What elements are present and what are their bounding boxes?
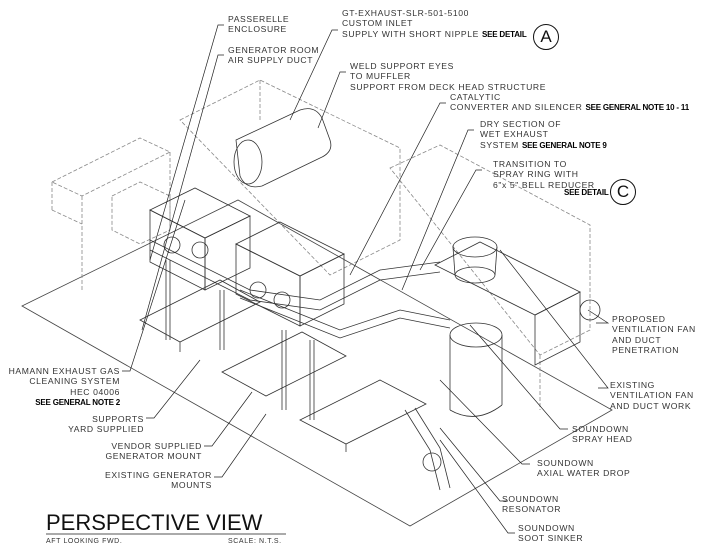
deck-plate bbox=[21, 199, 613, 527]
label-line: GENERATOR MOUNT bbox=[105, 451, 202, 462]
label-line: SOUNDOWN bbox=[537, 458, 594, 468]
see-detail-c-ref: SEE DETAIL bbox=[564, 188, 609, 197]
detail-a-callout[interactable]: A bbox=[533, 24, 559, 50]
label-proposed-ventilation-fan: PROPOSED VENTILATION FAN AND DUCT PENETR… bbox=[612, 314, 696, 356]
label-line: SUPPORT FROM DECK HEAD STRUCTURE bbox=[350, 81, 547, 92]
general-note-ref: SEE GENERAL NOTE 2 bbox=[35, 398, 120, 408]
label-line: PROPOSED bbox=[612, 314, 666, 324]
label-line: SOUNDOWN bbox=[518, 523, 575, 533]
label-passerelle-enclosure: PASSERELLE ENCLOSURE bbox=[228, 14, 289, 35]
label-line: SPRAY RING WITH bbox=[493, 169, 579, 180]
see-detail-ref: SEE DETAIL bbox=[481, 29, 527, 39]
label-catalytic-converter: CATALYTIC CONVERTER AND SILENCER SEE GEN… bbox=[450, 92, 689, 114]
label-line: SUPPLY WITH SHORT NIPPLE bbox=[342, 28, 479, 39]
label-line: WET EXHAUST bbox=[480, 129, 549, 140]
label-soundown-spray-head: SOUNDOWN SPRAY HEAD bbox=[572, 424, 633, 445]
label-line: SOUNDOWN bbox=[502, 494, 559, 504]
label-soundown-resonator: SOUNDOWN RESONATOR bbox=[502, 494, 561, 515]
label-soundown-soot-sinker: SOUNDOWN SOOT SINKER bbox=[518, 523, 583, 544]
label-line: SYSTEM bbox=[480, 139, 519, 150]
label-weld-support-eyes: WELD SUPPORT EYES TO MUFFLER SUPPORT FRO… bbox=[350, 61, 546, 92]
label-line: EXISTING GENERATOR bbox=[105, 470, 212, 480]
label-generator-room-air-duct: GENERATOR ROOM AIR SUPPLY DUCT bbox=[228, 45, 319, 66]
general-note-ref: SEE GENERAL NOTE 10 - 11 bbox=[585, 103, 689, 113]
label-line: MOUNTS bbox=[171, 480, 212, 491]
label-dry-section: DRY SECTION OF WET EXHAUST SYSTEM SEE GE… bbox=[480, 119, 607, 151]
label-line: VENTILATION FAN bbox=[612, 324, 696, 335]
label-line: ENCLOSURE bbox=[228, 24, 287, 35]
support-legs bbox=[165, 260, 315, 420]
label-line: SUPPORTS bbox=[92, 414, 144, 424]
label-line: WELD SUPPORT EYES bbox=[350, 61, 454, 71]
generator-module-2 bbox=[221, 221, 347, 397]
flex-bellows bbox=[163, 236, 601, 472]
label-existing-ventilation-fan: EXISTING VENTILATION FAN AND DUCT WORK bbox=[610, 380, 694, 411]
label-hamann-exhaust-gas-cleaning: HAMANN EXHAUST GAS CLEANING SYSTEM HEC 0… bbox=[6, 366, 121, 409]
spray-ring-box bbox=[434, 236, 581, 366]
label-line: CUSTOM INLET bbox=[342, 18, 414, 29]
label-soundown-axial-water-drop: SOUNDOWN AXIAL WATER DROP bbox=[537, 458, 630, 479]
label-line: PASSERELLE bbox=[228, 14, 290, 24]
label-line: DRY SECTION OF bbox=[480, 119, 562, 129]
label-line: EXISTING bbox=[610, 380, 655, 390]
label-line: VENDOR SUPPLIED bbox=[111, 441, 202, 451]
label-line: VENTILATION FAN bbox=[610, 390, 694, 401]
label-line: AIR SUPPLY DUCT bbox=[228, 55, 314, 66]
label-supports-yard-supplied: SUPPORTS YARD SUPPLIED bbox=[60, 414, 144, 435]
label-line: HEC 04006 bbox=[70, 386, 120, 397]
label-line: AXIAL WATER DROP bbox=[537, 468, 631, 479]
detail-c-callout[interactable]: C bbox=[610, 179, 636, 205]
label-line: AND DUCT bbox=[612, 334, 662, 345]
label-custom-inlet: GT-EXHAUST-SLR-501-5100 CUSTOM INLET SUP… bbox=[342, 8, 527, 40]
label-line: HAMANN EXHAUST GAS bbox=[8, 366, 120, 376]
label-line: 6"x 5" BELL REDUCER bbox=[493, 179, 595, 190]
label-line: TO MUFFLER bbox=[350, 71, 411, 82]
label-line: CATALYTIC bbox=[450, 92, 501, 102]
label-line: GT-EXHAUST-SLR-501-5100 bbox=[342, 8, 469, 18]
exhaust-pipes bbox=[149, 239, 451, 491]
label-line: AND DUCT WORK bbox=[610, 400, 692, 411]
label-line: SOOT SINKER bbox=[518, 533, 584, 544]
label-line: SPRAY HEAD bbox=[572, 434, 633, 445]
view-direction-note: AFT LOOKING FWD. bbox=[46, 538, 123, 545]
label-line: PENETRATION bbox=[612, 345, 680, 356]
general-note-ref: SEE GENERAL NOTE 9 bbox=[521, 140, 607, 150]
label-line: SOUNDOWN bbox=[572, 424, 629, 434]
generator-module-1 bbox=[139, 187, 261, 352]
label-line: GENERATOR ROOM bbox=[228, 45, 320, 55]
resonator-cylinder bbox=[449, 322, 503, 417]
label-line: TRANSITION TO bbox=[493, 159, 567, 169]
passerelle-enclosure bbox=[51, 79, 591, 410]
label-line: CONVERTER AND SILENCER bbox=[450, 102, 583, 113]
label-line: CLEANING SYSTEM bbox=[29, 376, 120, 387]
label-transition-spray-ring: TRANSITION TO SPRAY RING WITH 6"x 5" BEL… bbox=[493, 159, 595, 190]
drawing-title: PERSPECTIVE VIEW bbox=[46, 510, 263, 535]
label-vendor-supplied-generator-mount: VENDOR SUPPLIED GENERATOR MOUNT bbox=[100, 441, 202, 462]
label-line: RESONATOR bbox=[502, 504, 562, 515]
leader-lines bbox=[122, 24, 610, 534]
scale-note: SCALE: N.T.S. bbox=[228, 538, 282, 545]
label-line: YARD SUPPLIED bbox=[68, 424, 144, 435]
label-existing-generator-mounts: EXISTING GENERATOR MOUNTS bbox=[100, 470, 212, 491]
muffler bbox=[233, 108, 332, 188]
generator-module-3 bbox=[299, 379, 427, 452]
